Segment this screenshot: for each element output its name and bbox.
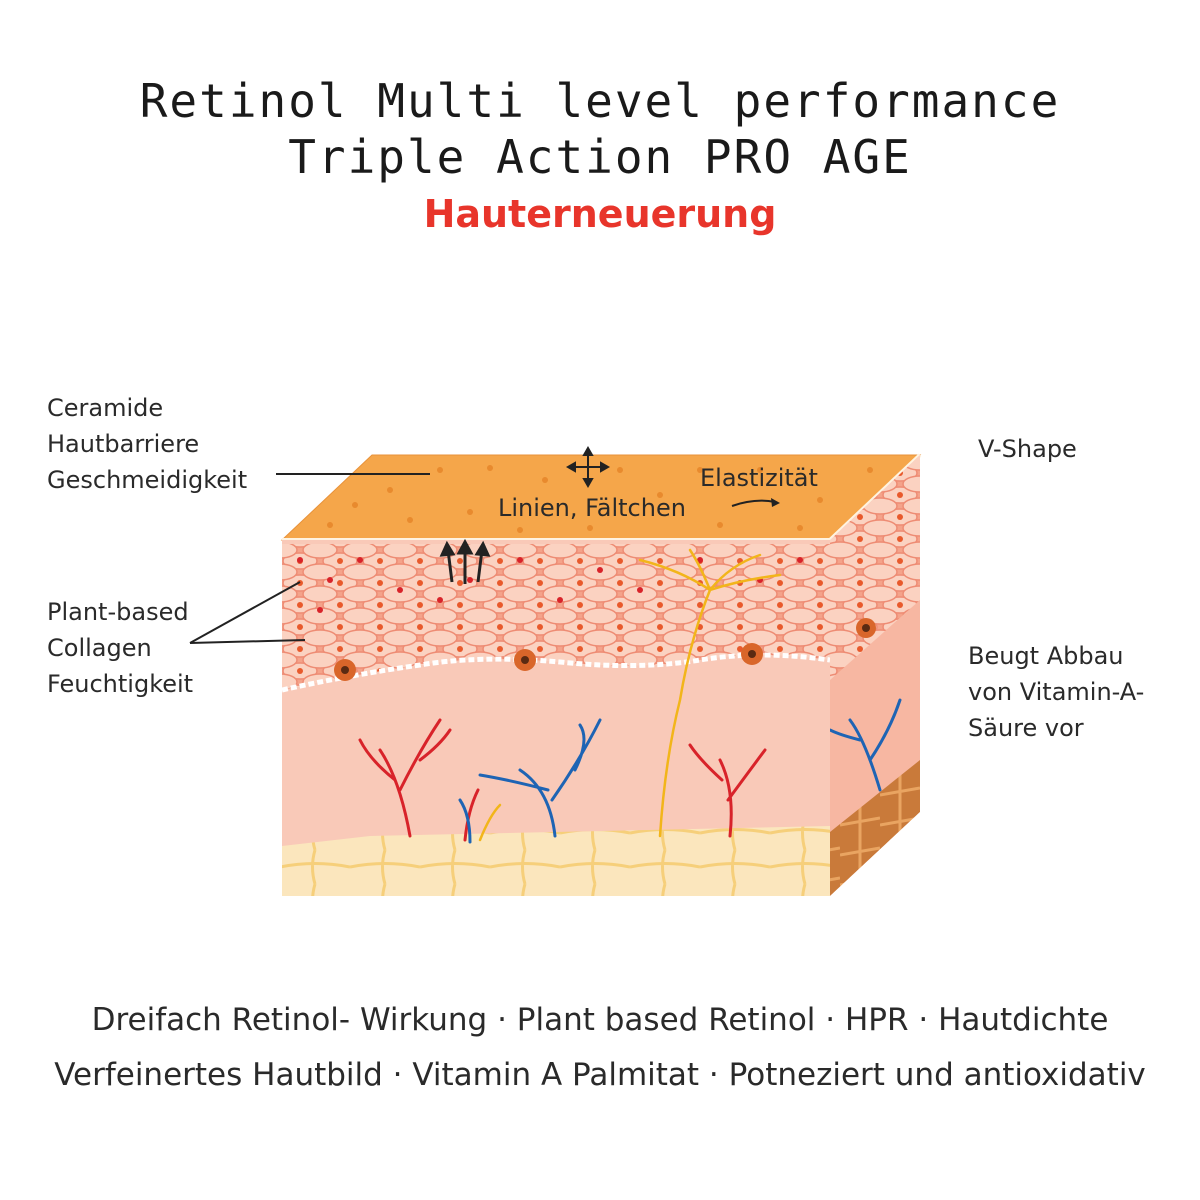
- label-collagen-line-2: Collagen: [47, 634, 152, 662]
- label-collagen: Plant-based Collagen Feuchtigkeit: [47, 594, 193, 702]
- fat-layer: [282, 826, 830, 896]
- vein-vessels: [458, 718, 602, 844]
- label-ceramide: Ceramide Hautbarriere Geschmeidigkeit: [47, 390, 247, 498]
- label-ceramide-line-3: Geschmeidigkeit: [47, 466, 248, 494]
- label-lines: Linien, Fältchen: [498, 494, 686, 522]
- label-elasticity: Elastizität: [700, 464, 818, 492]
- upward-arrows-icon: [439, 538, 491, 584]
- label-collagen-line-3: Feuchtigkeit: [47, 670, 194, 698]
- nerve-fiber: [478, 548, 782, 842]
- subtitle: Hauterneuerung: [423, 192, 777, 236]
- elasticity-arrow-icon: [731, 498, 780, 507]
- collagen-callout-line-2: [189, 639, 306, 644]
- artery-vessels: [358, 718, 767, 842]
- label-v-shape: V-Shape: [978, 435, 1077, 463]
- label-vitamin-a-line-2: von Vitamin-A-: [968, 678, 1145, 706]
- label-vitamin-a-line-1: Beugt Abbau: [968, 642, 1124, 670]
- collagen-callout-line-1: [189, 581, 301, 644]
- label-ceramide-line-2: Hautbarriere: [47, 430, 200, 458]
- move-arrows-icon: [565, 445, 611, 489]
- front-face: [282, 540, 830, 896]
- title-line-2: Triple Action PRO AGE: [288, 130, 912, 184]
- label-vitamin-a: Beugt Abbau von Vitamin-A- Säure vor: [968, 638, 1144, 746]
- label-vitamin-a-line-3: Säure vor: [968, 714, 1084, 742]
- benefits-line-1: Dreifach Retinol- Wirkung · Plant based …: [91, 1002, 1109, 1038]
- label-ceramide-line-1: Ceramide: [47, 394, 164, 422]
- basal-membrane: [282, 652, 830, 693]
- melanocyte-cells: [334, 643, 763, 681]
- side-face: [830, 455, 920, 896]
- side-vein: [830, 698, 902, 792]
- title-line-1: Retinol Multi level performance: [139, 74, 1061, 128]
- benefits-line-2: Verfeinertes Hautbild · Vitamin A Palmit…: [54, 1057, 1146, 1093]
- surface-pores: [327, 465, 873, 533]
- label-collagen-line-1: Plant-based: [47, 598, 189, 626]
